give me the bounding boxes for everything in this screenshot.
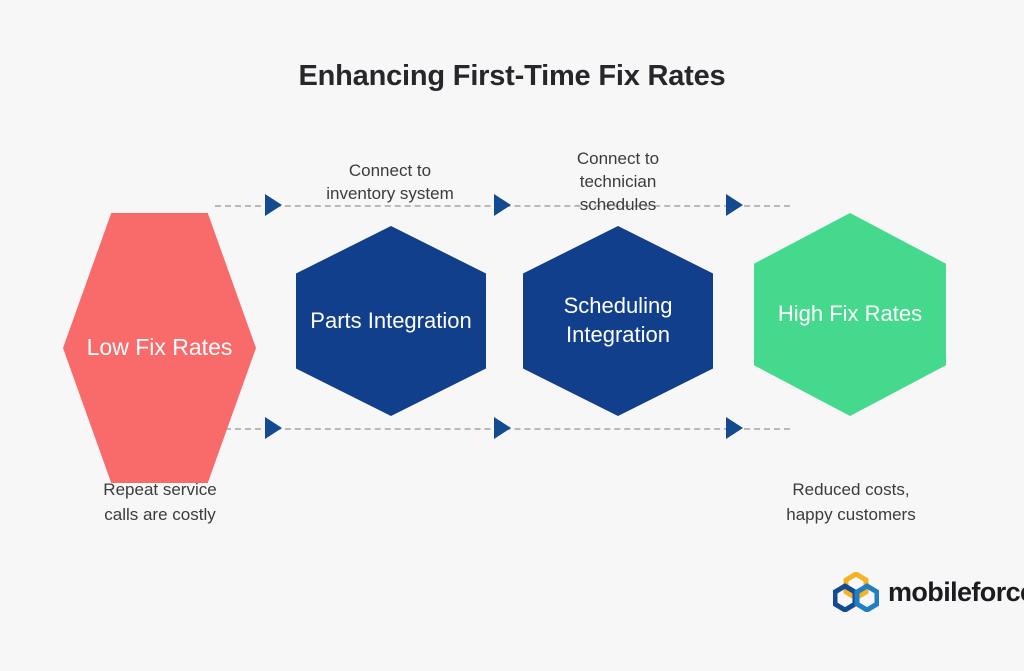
node-high-fix-rates: High Fix Rates	[754, 213, 946, 416]
node-label-high-fix-rates: High Fix Rates	[777, 301, 923, 327]
caption-reduced-costs: Reduced costs, happy customers	[786, 480, 916, 524]
brand-logo-text: mobileforce	[888, 576, 1024, 607]
node-parts-integration: Parts Integration	[296, 226, 486, 416]
brand-logo: mobileforce	[833, 572, 1024, 612]
arrow-icon-top-1	[265, 194, 282, 216]
connector-label-technician-schedules: Connect to technician schedules	[576, 149, 660, 214]
arrow-icon-top-3	[726, 194, 743, 216]
node-label-scheduling-integration: Scheduling Integration	[563, 293, 673, 347]
node-label-low-fix-rates: Low Fix Rates	[86, 334, 233, 361]
node-scheduling-integration: Scheduling Integration	[523, 226, 713, 416]
node-label-parts-integration: Parts Integration	[310, 307, 472, 333]
arrow-icon-bottom-3	[726, 417, 743, 439]
caption-repeat-service-calls: Repeat service calls are costly	[103, 480, 217, 524]
arrow-icon-top-2	[494, 194, 511, 216]
mobileforce-hexagons-icon	[833, 572, 879, 612]
arrow-icon-bottom-1	[265, 417, 282, 439]
arrow-icon-bottom-2	[494, 417, 511, 439]
node-low-fix-rates: Low Fix Rates	[63, 213, 256, 483]
connector-label-inventory: Connect to inventory system	[326, 161, 454, 203]
page-title: Enhancing First-Time Fix Rates	[298, 60, 726, 92]
